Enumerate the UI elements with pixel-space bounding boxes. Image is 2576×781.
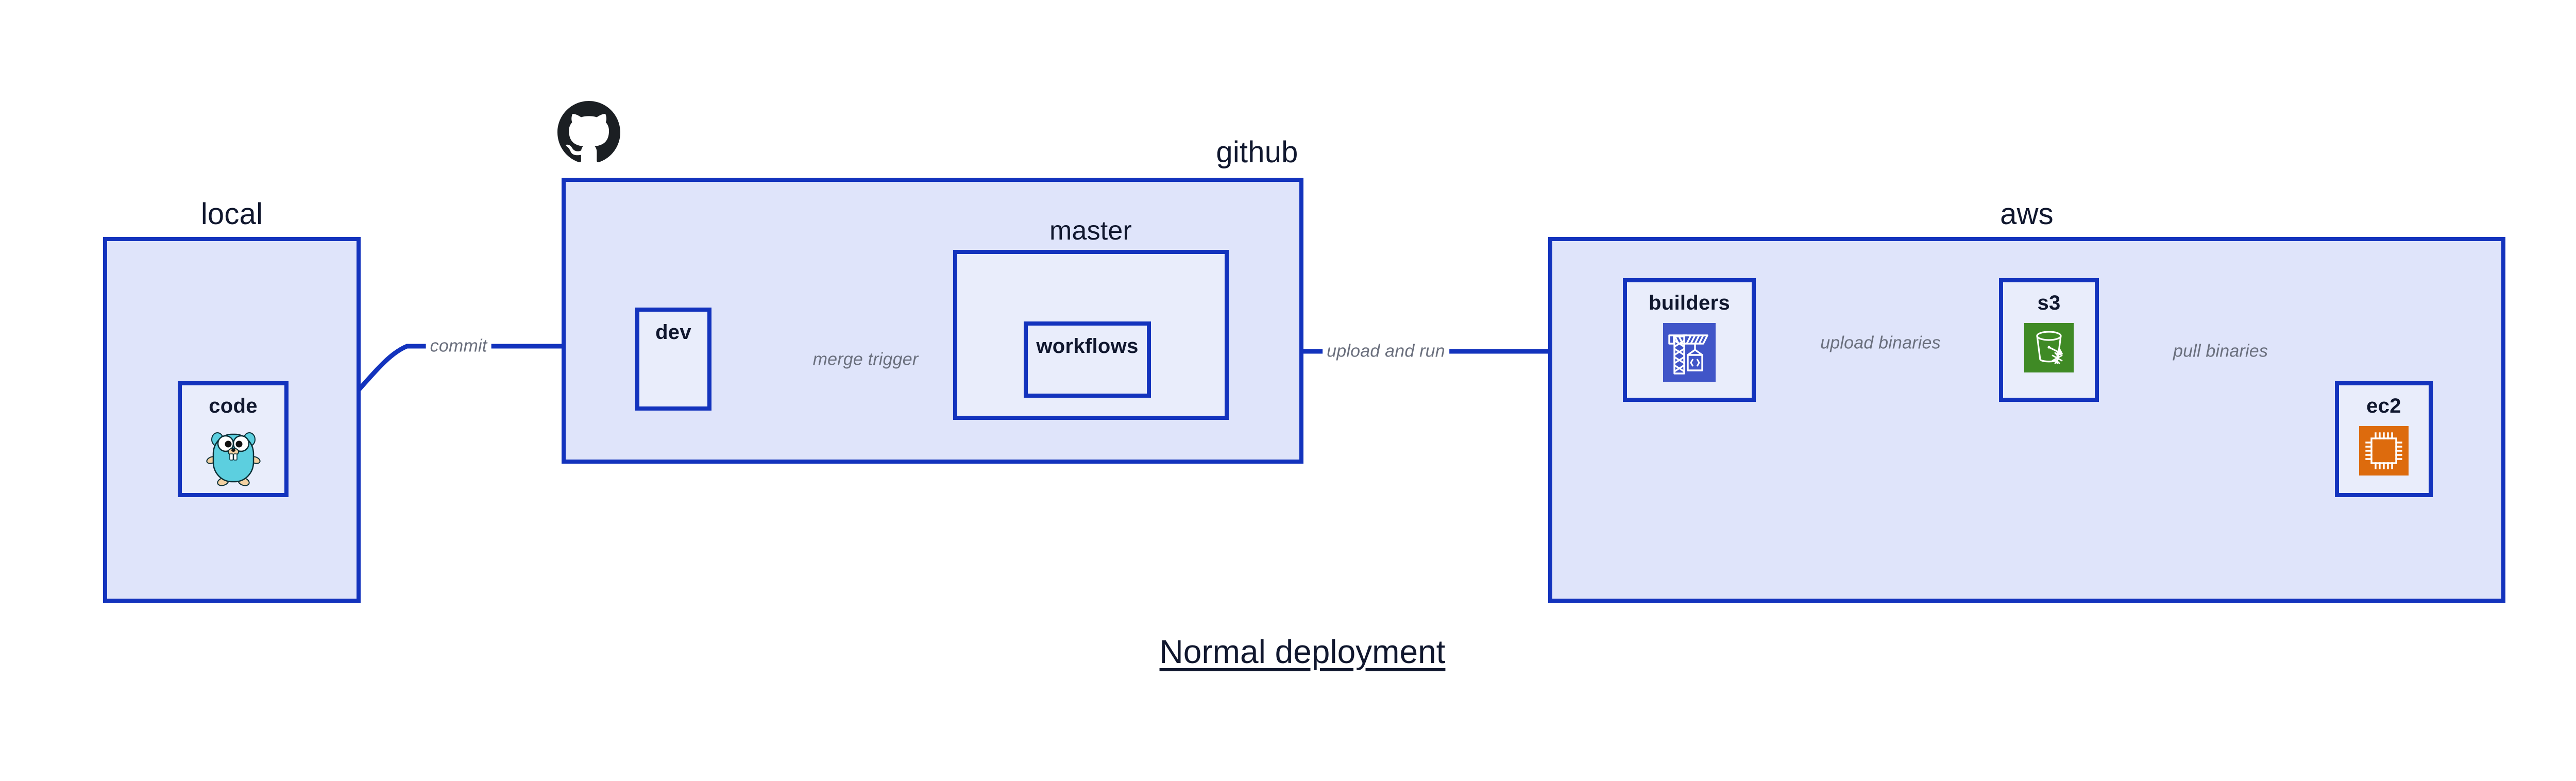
node-s3[interactable]: s3 (1999, 278, 2099, 402)
diagram-title: Normal deployment (1159, 633, 1446, 670)
ec2-cpu-chip-icon (2359, 426, 2409, 476)
group-label-local: local (200, 197, 263, 231)
s3-bucket-snowflake-icon (2024, 323, 2074, 372)
node-dev[interactable]: dev (635, 308, 711, 411)
edge-label-upload-binaries: upload binaries (1816, 333, 1945, 353)
github-octocat-logo (557, 101, 620, 164)
node-code[interactable]: code (178, 381, 289, 497)
node-label-workflows: workflows (1036, 335, 1139, 358)
node-builders[interactable]: builders (1623, 278, 1756, 402)
go-gopher-icon (205, 426, 262, 487)
edge-label-commit: commit (426, 336, 492, 356)
node-label-ec2: ec2 (2366, 395, 2401, 417)
node-label-s3: s3 (2037, 292, 2061, 314)
node-ec2[interactable]: ec2 (2335, 381, 2433, 497)
edge-label-upload-and-run: upload and run (1323, 341, 1449, 362)
group-label-aws: aws (2000, 197, 2054, 231)
node-label-dev: dev (655, 321, 691, 344)
group-label-github: github (1216, 135, 1298, 169)
node-label-code: code (209, 395, 258, 417)
group-label-master: master (1049, 216, 1132, 246)
edge-label-merge-trigger: merge trigger (808, 349, 923, 370)
codebuild-crane-icon (1663, 323, 1716, 382)
edge-label-pull-binaries: pull binaries (2168, 341, 2273, 362)
node-workflows[interactable]: workflows (1024, 321, 1151, 398)
node-label-builders: builders (1649, 292, 1730, 314)
